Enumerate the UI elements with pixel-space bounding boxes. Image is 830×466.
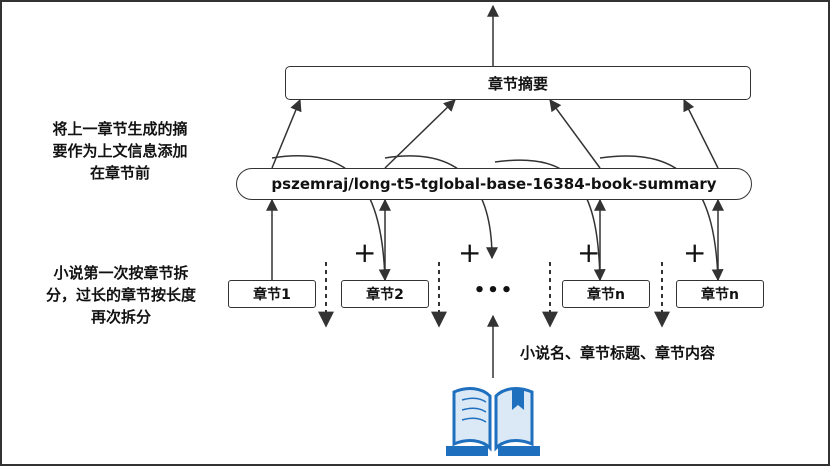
chapter-label: 章节2 (366, 287, 404, 303)
plus-sign: + (683, 236, 707, 269)
summary-box: 章节摘要 (285, 66, 751, 100)
summary-box-label: 章节摘要 (487, 74, 548, 93)
note-line: 将上一章节生成的摘 (52, 120, 188, 138)
model-box: pszemraj/long-t5-tglobal-base-16384-book… (236, 168, 752, 200)
plus-sign: + (458, 236, 482, 269)
note-summary-as-context: 将上一章节生成的摘 要作为上文信息添加 在章节前 (20, 118, 220, 184)
input-label: 小说名、章节标题、章节内容 (520, 344, 716, 362)
note-chapter-split: 小说第一次按章节拆 分，过长的章节按长度 再次拆分 (16, 262, 226, 328)
chapter-box-4: 章节n (676, 280, 764, 308)
chapter-box-2: 章节2 (341, 280, 429, 308)
model-to-summary-arrow (549, 99, 601, 169)
chapter-box-3: 章节n (562, 280, 650, 308)
note-line: 分，过长的章节按长度 (45, 286, 196, 304)
chapter-label: 章节n (701, 287, 739, 303)
model-to-summary-arrow (384, 99, 456, 169)
book-icon (446, 387, 540, 456)
ellipsis: ••• (473, 280, 515, 301)
note-line: 再次拆分 (90, 308, 151, 326)
note-line: 要作为上文信息添加 (52, 142, 188, 160)
note-line: 在章节前 (89, 164, 150, 182)
chapter-label: 章节n (587, 287, 625, 303)
model-box-label: pszemraj/long-t5-tglobal-base-16384-book… (271, 175, 717, 193)
note-line: 小说第一次按章节拆 (53, 264, 189, 282)
plus-sign: + (577, 236, 601, 269)
chapter-box-1: 章节1 (228, 280, 316, 308)
plus-sign: + (353, 236, 377, 269)
chapter-label: 章节1 (253, 287, 291, 303)
model-to-summary-arrow (683, 98, 719, 169)
